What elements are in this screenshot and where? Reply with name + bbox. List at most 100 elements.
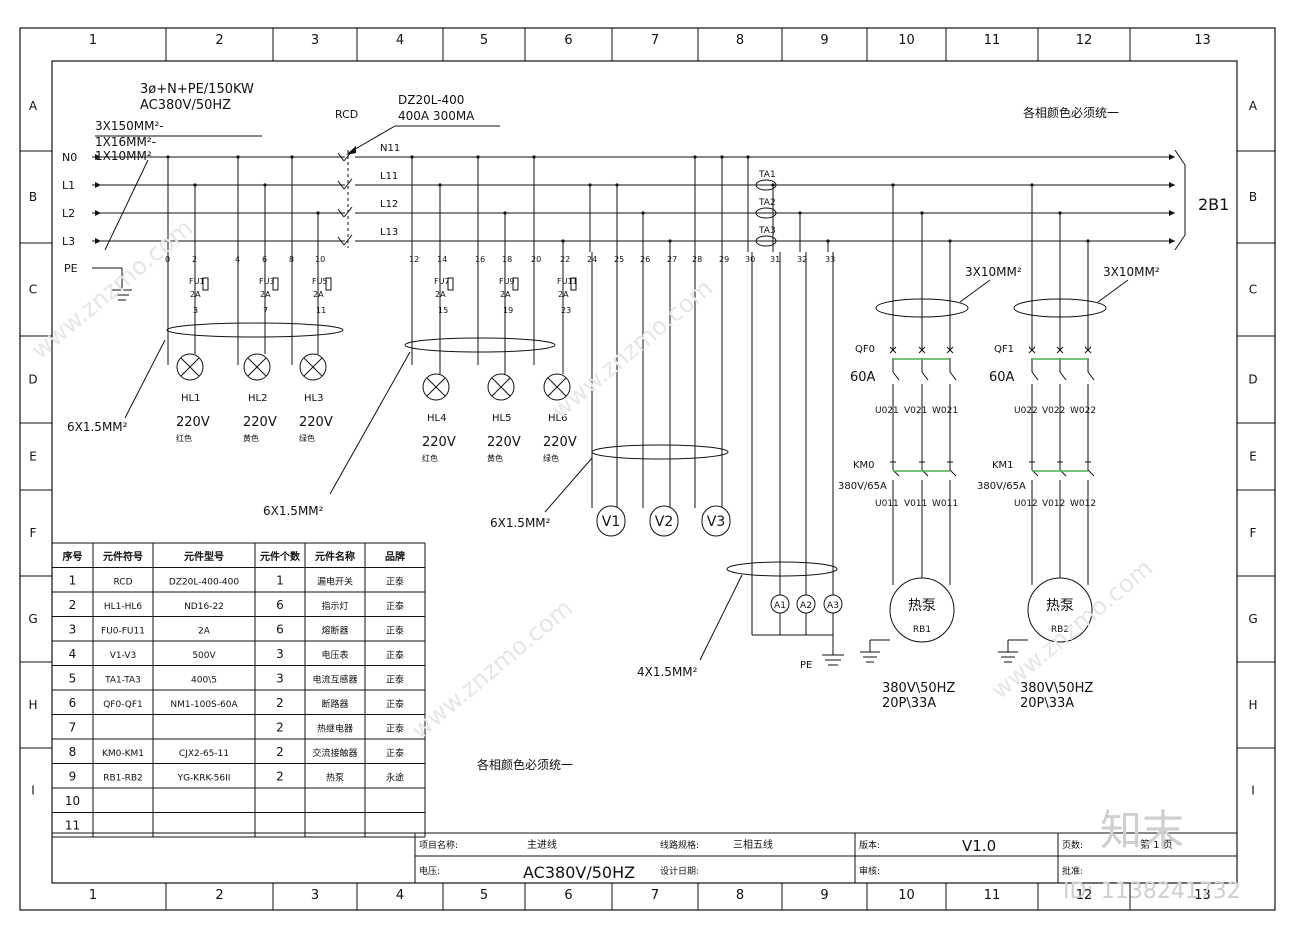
terminal-number: 31 [770, 255, 780, 264]
table-cell: TA1-TA3 [104, 676, 141, 686]
grid-col-label-top: 13 [1194, 33, 1211, 48]
heat-pump-name: 热泵 [908, 598, 936, 614]
lamp-cross [491, 377, 511, 397]
lamp-cross [180, 357, 200, 377]
branch-mid-label: V021 [904, 406, 927, 416]
grid-col-label-top: 10 [898, 33, 915, 48]
table-cell: 3 [276, 647, 284, 661]
note-bottom: 各相颜色必须统一 [477, 757, 573, 772]
branch-mid-label: W022 [1070, 406, 1096, 416]
heat-pump [1027, 577, 1093, 643]
table-cell: 熔断器 [321, 625, 348, 637]
grid-row-label-right: D [1248, 373, 1257, 387]
grid-col-label-bottom: 12 [1076, 888, 1093, 903]
breaker-blade [1031, 371, 1039, 381]
table-cell: 6 [69, 696, 77, 710]
table-cell: 正泰 [386, 625, 404, 637]
terminal-number: 29 [719, 255, 729, 264]
junction-dot [410, 155, 414, 159]
grid-col-label-top: 2 [215, 33, 223, 48]
lamp-color: 红色 [176, 433, 192, 443]
grid-col-label-bottom: 1 [89, 888, 97, 903]
fuse-name: FU5 [312, 277, 328, 286]
table-cell: DZ20L-400-400 [169, 578, 240, 588]
indicator-lamp [299, 353, 327, 381]
table-cell: YG-KRK-56II [177, 774, 231, 784]
fuse-output: 7 [263, 306, 268, 315]
fuse-name: FU1 [189, 277, 205, 286]
table-header-cell: 元件个数 [260, 550, 301, 563]
heat-pump-id: RB2 [1051, 625, 1069, 635]
voltmeter-label: V3 [707, 514, 725, 530]
junction-dot [771, 183, 775, 187]
table-cell: QF0-QF1 [103, 700, 143, 710]
fuse-rating: 2A [260, 290, 271, 299]
table-cell: V1-V3 [110, 651, 137, 661]
fuse-symbol [512, 277, 519, 291]
fuse-name: FU3 [259, 277, 275, 286]
grid-row-label-left: D [28, 373, 37, 387]
junction-dot [948, 239, 952, 243]
supply-cable-2: 1X16MM²- [95, 135, 156, 149]
fuse-name: FU7 [434, 277, 450, 286]
table-cell: 2 [276, 721, 284, 735]
table-cell: 400\5 [191, 676, 217, 686]
heat-pump-spec: 380V\50HZ [882, 681, 955, 696]
branch-out-label: W012 [1070, 499, 1096, 509]
pe-bus-label: PE [64, 262, 78, 275]
table-cell: 正泰 [386, 649, 404, 661]
table-cell: 电压表 [321, 649, 348, 661]
junction-dot [720, 155, 724, 159]
cable-bundle [404, 337, 556, 353]
cable-label: 6X1.5MM² [67, 420, 128, 434]
breaker-name: QF1 [994, 344, 1014, 355]
table-header-cell: 元件名称 [315, 550, 355, 563]
table-cell: HL1-HL6 [104, 602, 143, 612]
version-value: V1.0 [962, 837, 996, 855]
table-cell: CJX2-65-11 [179, 749, 229, 759]
lamp-voltage: 220V [487, 435, 521, 450]
lamp-color: 黄色 [243, 433, 259, 443]
grid-col-label-top: 8 [736, 33, 744, 48]
grid-row-label-right: E [1249, 450, 1257, 464]
junction-dot [1086, 239, 1090, 243]
grid-row-label-right: H [1248, 698, 1257, 712]
bus-arrow [1169, 238, 1175, 244]
junction-dot [588, 183, 592, 187]
outer-border [19, 27, 1276, 911]
lamp-voltage: 220V [543, 435, 577, 450]
cable-label: 6X1.5MM² [490, 516, 551, 530]
rcd-contact [337, 236, 345, 246]
ct-label: TA3 [758, 226, 776, 236]
grid-col-label-top: 3 [311, 33, 319, 48]
grid-col-label-top: 12 [1076, 33, 1093, 48]
fuse-rating: 2A [558, 290, 569, 299]
table-cell: FU0-FU11 [101, 627, 145, 637]
branch-out-label: U011 [875, 499, 899, 509]
voltmeter-label: V2 [655, 514, 673, 530]
branch-out-label: V012 [1042, 499, 1065, 509]
grid-col-label-top: 11 [984, 33, 1001, 48]
table-cell: 500V [192, 651, 216, 661]
lamp-voltage: 220V [299, 415, 333, 430]
table-cell: 3 [276, 672, 284, 686]
bus-label: L2 [62, 207, 75, 220]
indicator-lamp [243, 353, 271, 381]
grid-row-label-left: F [30, 526, 37, 540]
table-cell: 2 [69, 598, 77, 612]
terminal-number: 26 [640, 255, 650, 264]
fuse-symbol [447, 277, 454, 291]
table-cell: RCD [113, 578, 132, 588]
out-bus-label: L12 [380, 199, 398, 210]
breaker-blade [921, 371, 929, 381]
grid-col-label-bottom: 10 [898, 888, 915, 903]
lamp-voltage: 220V [176, 415, 210, 430]
junction-dot [503, 211, 507, 215]
leader [1097, 279, 1129, 303]
version-label: 版本: [859, 839, 880, 851]
leader [329, 351, 411, 495]
bus-arrow [95, 238, 101, 244]
table-cell: NM1-100S-60A [170, 700, 238, 710]
